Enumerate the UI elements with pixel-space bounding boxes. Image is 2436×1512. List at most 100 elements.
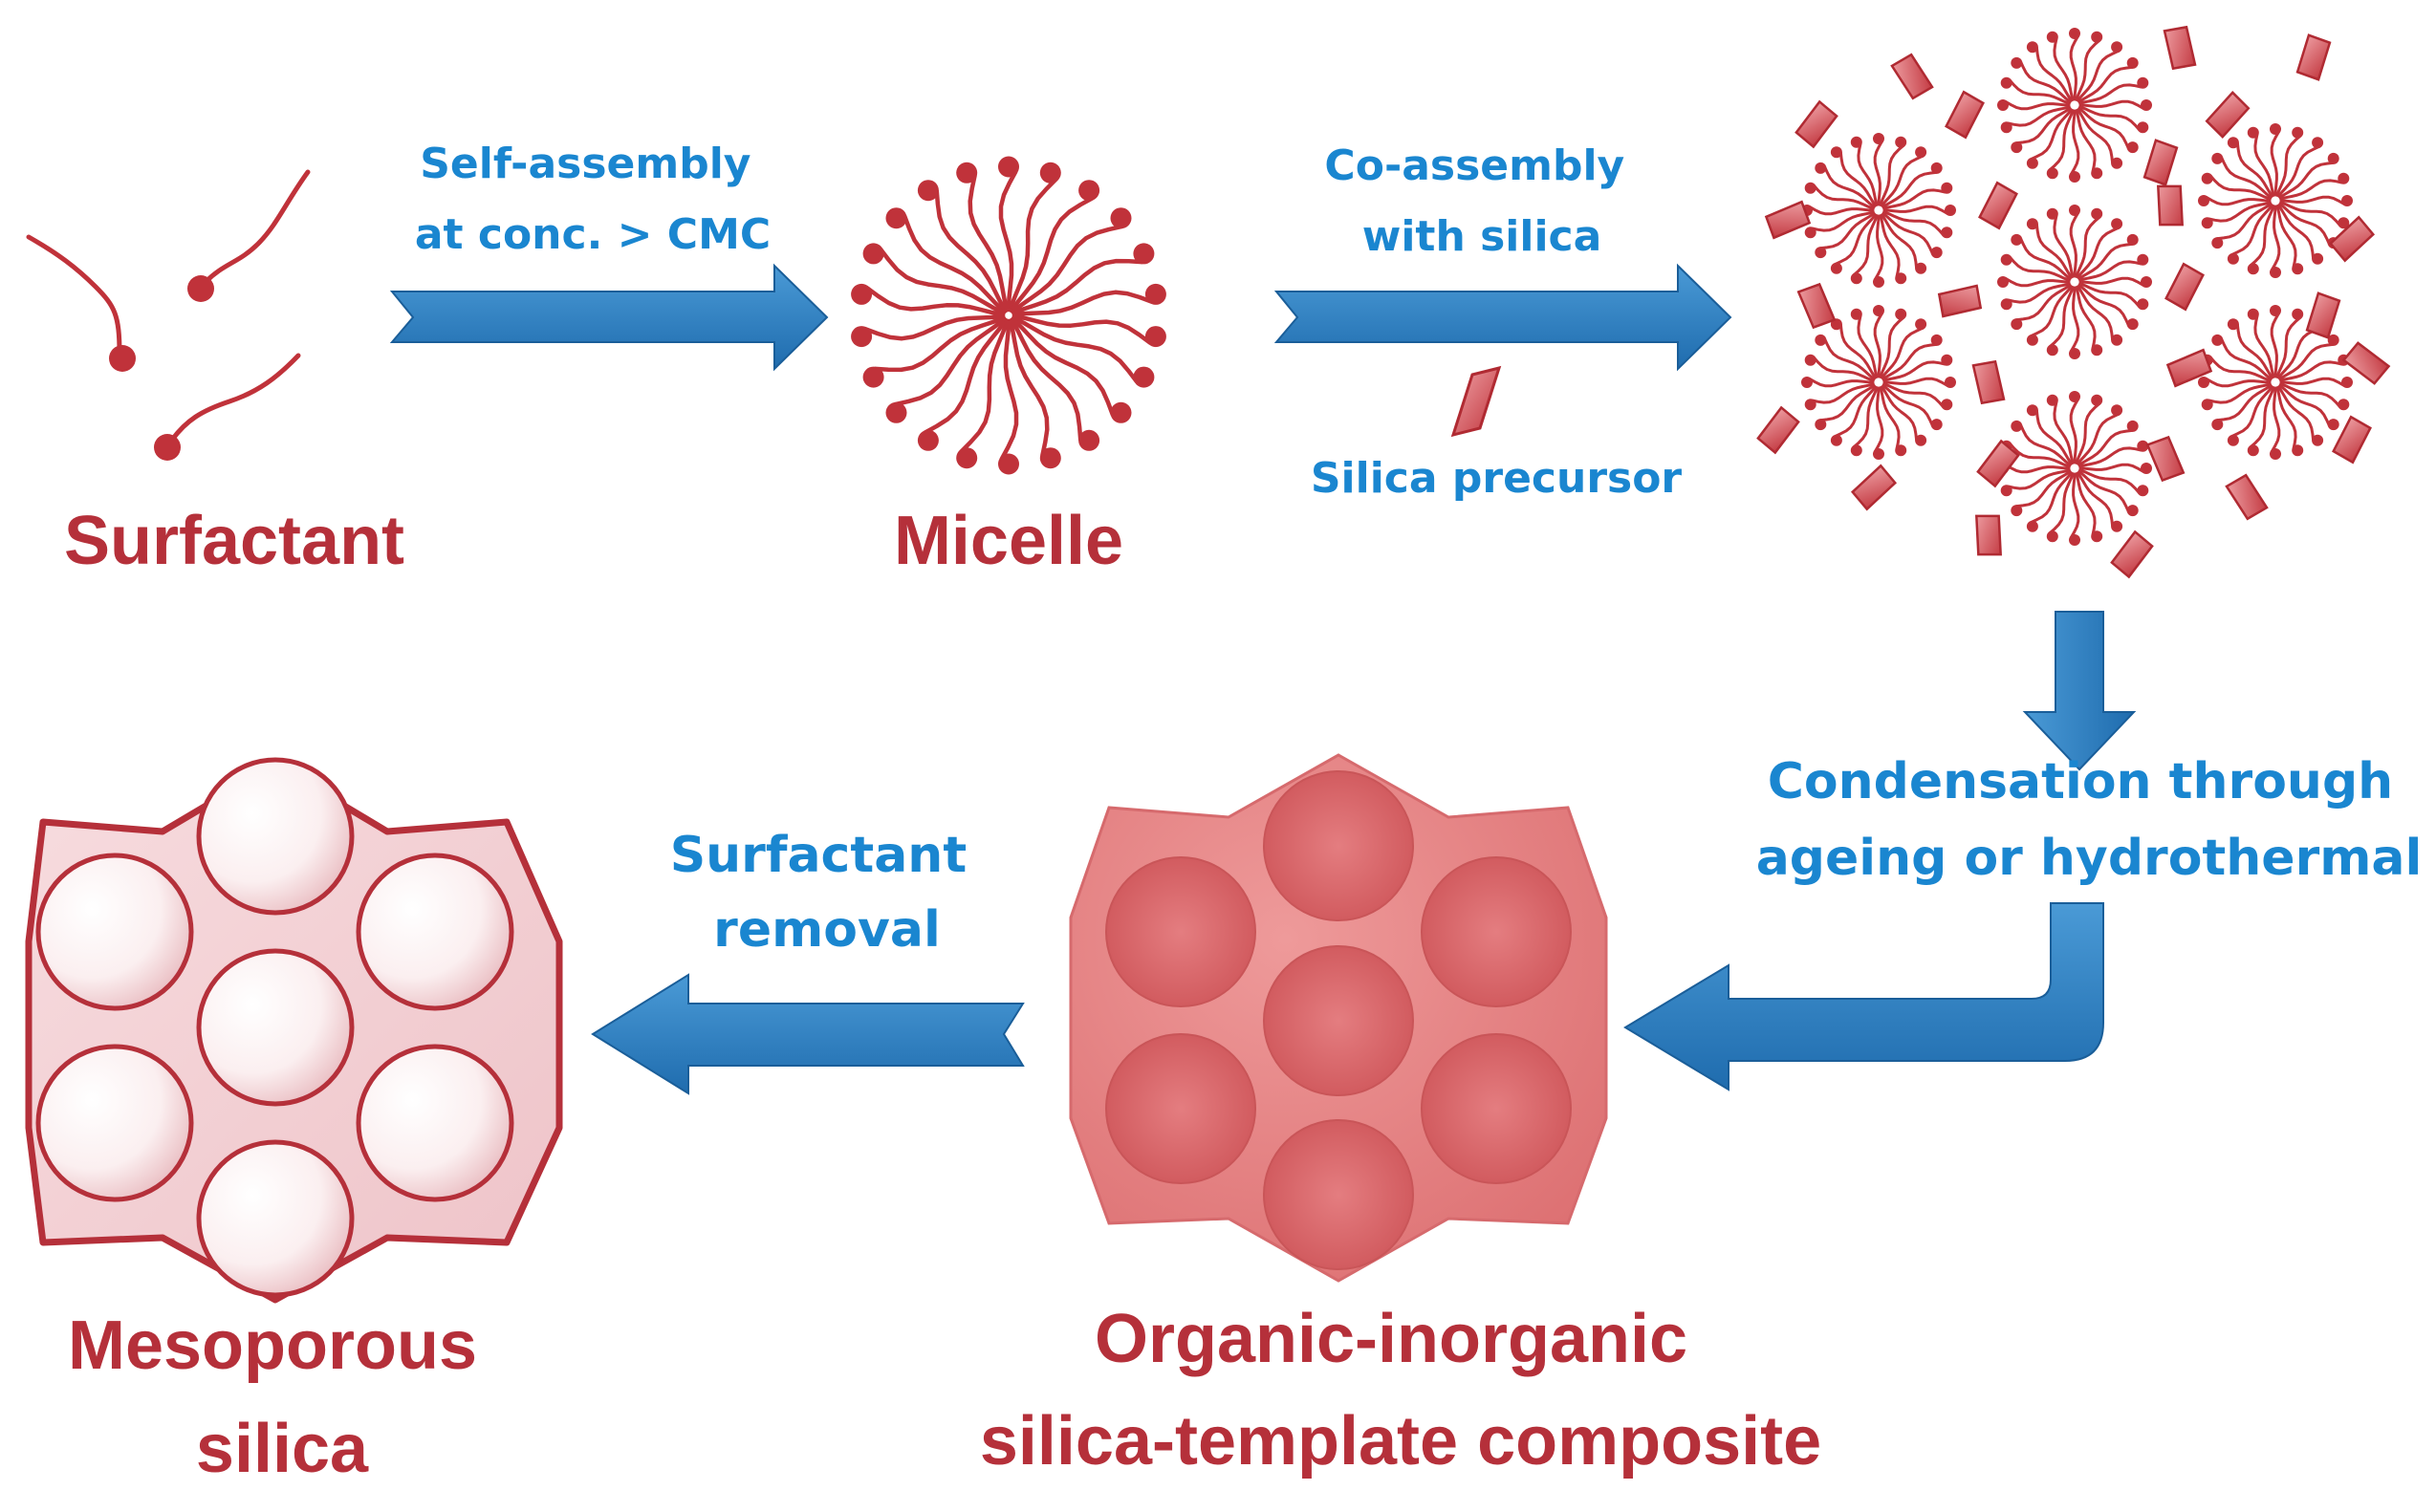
micelle-head [2247, 308, 2259, 320]
co-assembly-arrow [1273, 263, 1732, 372]
silica-diamond [1937, 284, 1983, 318]
cluster-micelle [1997, 28, 2152, 183]
micelle-tail [1811, 382, 1875, 404]
micelle-tail [2216, 384, 2273, 422]
micelle-head [1895, 308, 1907, 320]
micelle-tail [2250, 386, 2275, 448]
micelle-head [2247, 444, 2259, 457]
micelle-head [2292, 444, 2304, 457]
micelle-head [1895, 444, 1907, 457]
micelle-head [956, 162, 978, 184]
micelle-tail [2275, 135, 2301, 197]
micelle-tail [2253, 314, 2275, 378]
micelle-tail [2034, 223, 2073, 279]
micelle-tail [2030, 108, 2073, 161]
micelle-head [2312, 252, 2324, 265]
micelle-tail [1881, 213, 1919, 270]
micelle-head [2327, 152, 2339, 164]
micelle-head [2338, 399, 2350, 411]
micelle-head [1930, 334, 1943, 346]
micelle-head [1078, 180, 1100, 202]
micelle-head [1815, 247, 1827, 259]
silica-diamond [2165, 348, 2213, 388]
micelle-tail [1011, 313, 1152, 345]
silica-precursor-diamond [1450, 365, 1502, 438]
micelle-tail [1823, 337, 1876, 380]
micelle-tail [2275, 386, 2297, 450]
micelle [851, 156, 1166, 475]
silica-diamond [2332, 415, 2372, 464]
micelle-tail [2278, 342, 2335, 380]
micelle-tail [1823, 165, 1876, 208]
micelle-head [1930, 247, 1943, 259]
micelle-head [2341, 377, 2353, 388]
micelle-head [2137, 440, 2149, 452]
micelle-tail [1857, 314, 1879, 378]
micelle-head [1895, 272, 1907, 285]
micelle-tail [2070, 472, 2080, 539]
micelle-head [2111, 520, 2123, 532]
micelle-tail [2230, 385, 2273, 438]
micelle-head [1801, 377, 1813, 388]
silica-diamond [1764, 200, 1812, 240]
cluster-micelle [1801, 305, 1956, 460]
micelle-tail [2009, 256, 2071, 282]
micelle-head [2011, 505, 2023, 517]
micelle-tail [1857, 142, 1879, 206]
cluster-micelle [1801, 133, 1956, 288]
micelle-tail [2004, 464, 2071, 474]
micelle-tail [2015, 284, 2072, 322]
silica-diamond [2110, 529, 2154, 579]
micelle-head [2046, 207, 2058, 220]
surfactant-removal-line-2: removal [713, 901, 941, 959]
micelle-head [2111, 41, 2123, 54]
micelle-tail [2075, 472, 2097, 536]
micelle-head [2227, 318, 2239, 331]
micelle-tail [2034, 46, 2073, 102]
micelle-head [1941, 354, 1953, 366]
micelle-head [2069, 205, 2080, 216]
micelle-tail [1882, 205, 1949, 215]
silica-diamond [2225, 473, 2269, 521]
micelle-tail [2278, 203, 2331, 246]
micelle-tail [1008, 177, 1058, 313]
micelle-tail [2077, 471, 2115, 528]
surfactant-tail [169, 353, 301, 443]
micelle-tail [968, 173, 1010, 313]
micelle-head [2270, 123, 2281, 135]
silica-diamond [1971, 359, 2006, 405]
micelle-head [2292, 308, 2304, 320]
micelle-head [1039, 162, 1061, 184]
micelle-tail [934, 188, 1009, 313]
surfactant-head [154, 434, 181, 461]
micelle-tail [2030, 285, 2073, 337]
micelle-head [2111, 218, 2123, 230]
silica-micelle-cluster [1756, 25, 2391, 579]
micelle-head [2026, 520, 2038, 532]
micelle-tail [1881, 385, 1919, 442]
micelle-head [2069, 28, 2080, 39]
micelle-head [2069, 391, 2080, 402]
condensation-arrow-down [2022, 611, 2137, 771]
micelle-head [1895, 136, 1907, 148]
surfactant-head [109, 345, 136, 372]
micelle-head [2137, 253, 2149, 266]
micelle-head [862, 366, 884, 388]
silica-diamond [2328, 215, 2376, 263]
micelle-head [2046, 31, 2058, 43]
composite-line-2: silica-template composite [980, 1403, 1821, 1480]
micelle-head [2312, 434, 2324, 446]
surfactant-head [187, 275, 214, 302]
micelle-head [1850, 272, 1862, 285]
micelle-head [917, 429, 939, 451]
micelle-tail [1008, 318, 1050, 458]
micelle-head [2091, 530, 2103, 543]
co-assembly-label: Co-assembly with silica [1324, 141, 1639, 261]
micelle-tail [2015, 470, 2072, 508]
micelle-tail [2075, 39, 2100, 101]
micelle-head [2069, 348, 2080, 359]
micelle-head [2111, 404, 2123, 417]
micelle-head [2091, 394, 2103, 406]
micelle-tail [2235, 323, 2273, 379]
micelle-head [2201, 217, 2213, 229]
